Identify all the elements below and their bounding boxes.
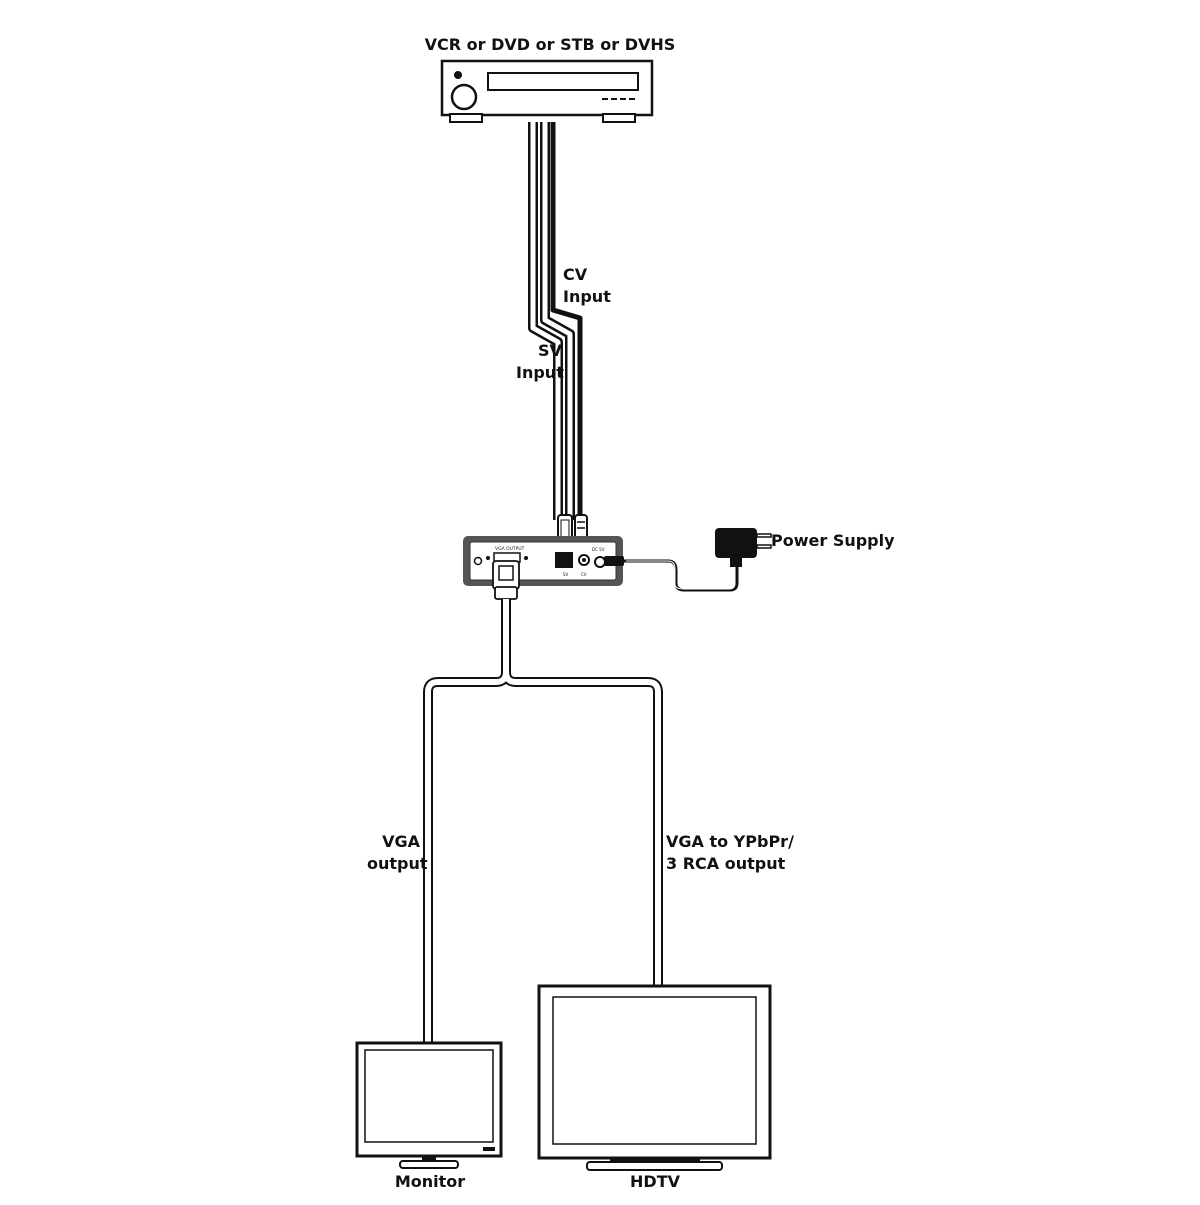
source-display-slot [487, 72, 639, 91]
monitor-screen [364, 1049, 494, 1143]
cv-input-label: CV Input [563, 264, 611, 308]
cv-input-label-line1: CV [563, 265, 588, 284]
dc-port-label: DC 5V [592, 547, 605, 552]
power-button-icon [454, 71, 462, 79]
cv-port-label: CV [581, 572, 587, 577]
power-adapter-body [715, 528, 757, 558]
source-device [440, 59, 654, 123]
vga-connector [492, 560, 520, 600]
ypbpr-output-label-line2: 3 RCA output [666, 854, 786, 873]
monitor-buttons [483, 1147, 495, 1151]
converter-screw-left-icon [473, 556, 483, 566]
monitor-display [355, 1041, 503, 1169]
vga-output-label-line1: VGA [382, 832, 420, 851]
hdtv-screen [552, 996, 757, 1145]
cv-cable [550, 122, 583, 520]
vga-plug [492, 560, 520, 590]
source-device-title: VCR or DVD or STB or DVHS [424, 35, 676, 54]
power-supply-label: Power Supply [771, 531, 895, 550]
monitor-label: Monitor [394, 1172, 466, 1191]
ypbpr-output-label-line1: VGA to YPbPr/ [666, 832, 794, 851]
hdtv-display [537, 984, 772, 1171]
source-device-foot-left [449, 113, 483, 123]
vga-output-label: VGA output [367, 831, 428, 875]
sv-port-label: SV [563, 572, 569, 577]
power-adapter [715, 528, 772, 567]
vga-strain-relief [494, 586, 518, 600]
dc-plug [604, 556, 624, 566]
output-cable [423, 599, 663, 1050]
dc-port [594, 556, 606, 568]
power-cable [604, 556, 739, 592]
hdtv-stand [586, 1161, 723, 1171]
sv-input-label-line2: Input [516, 363, 564, 382]
vga-output-label-line2: output [367, 854, 428, 873]
sv-input-label-line1: SV [537, 341, 562, 360]
sv-input-label: SV Input [516, 340, 564, 384]
converter-unit: VGA OUTPUT SV CV DC 5V [463, 536, 623, 586]
source-knob-icon [450, 83, 478, 111]
cv-input-label-line2: Input [563, 287, 611, 306]
sv-port [555, 552, 573, 568]
sv-cable [528, 122, 575, 520]
source-device-foot-right [602, 113, 636, 123]
adapter-prong-bottom [756, 544, 772, 549]
adapter-prong-top [756, 533, 772, 538]
vga-port-label: VGA OUTPUT [495, 546, 525, 552]
hdtv-label: HDTV [630, 1172, 680, 1191]
ypbpr-output-label: VGA to YPbPr/ 3 RCA output [666, 831, 794, 875]
monitor-stand [399, 1160, 459, 1169]
